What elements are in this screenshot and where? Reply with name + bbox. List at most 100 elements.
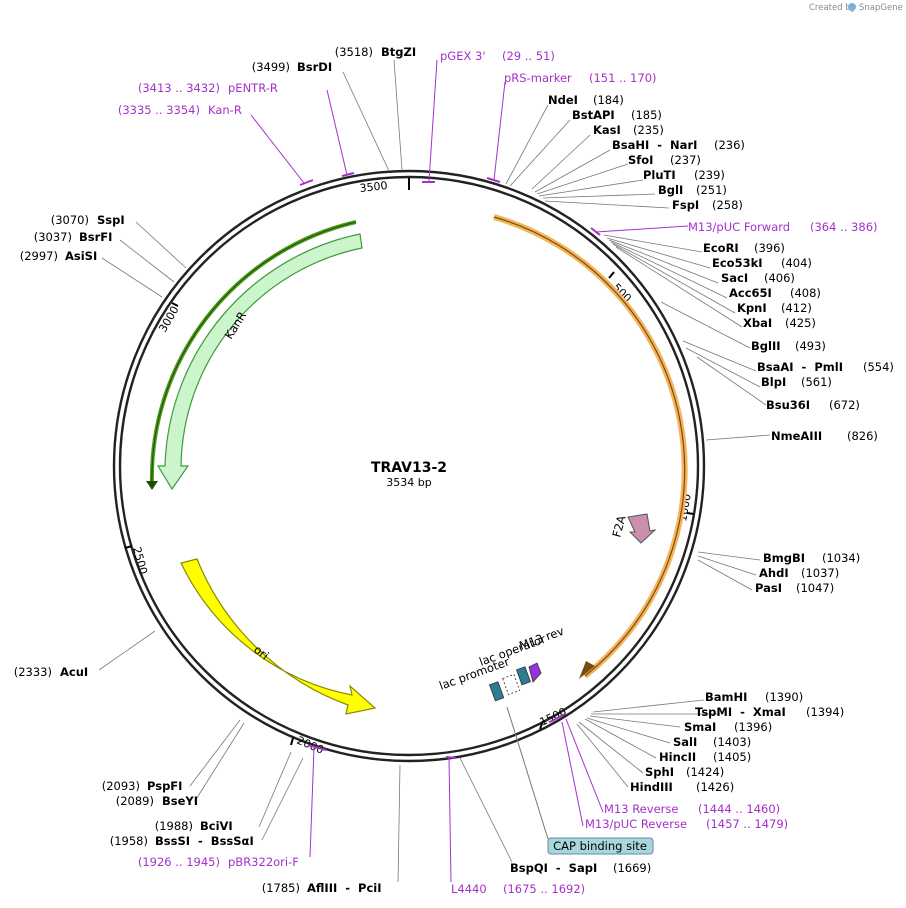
- kanr-feature-arrow[interactable]: [156, 233, 363, 491]
- site-ahdi[interactable]: AhdI(1037): [759, 566, 839, 580]
- svg-text:(672): (672): [829, 398, 860, 412]
- primer-m13-puc-forward[interactable]: M13/pUC Forward(364 .. 386): [688, 220, 878, 234]
- site-bseyi[interactable]: (2089)BseYI: [116, 794, 198, 808]
- primer-l4440[interactable]: L4440(1675 .. 1692): [451, 882, 585, 896]
- site-sali[interactable]: SalI(1403): [673, 735, 751, 749]
- svg-text:(3037): (3037): [34, 230, 72, 244]
- site-kasi[interactable]: KasI(235): [593, 123, 664, 137]
- site-btgzi[interactable]: (3518)BtgZI: [335, 45, 416, 59]
- site-bmgbi[interactable]: BmgBI(1034): [763, 551, 860, 565]
- svg-text:(251): (251): [696, 183, 727, 197]
- svg-text:pGEX 3': pGEX 3': [440, 49, 486, 63]
- site-bglii[interactable]: BglII(493): [751, 339, 826, 353]
- primer-prs-marker[interactable]: pRS-marker (151 .. 170): [504, 71, 657, 85]
- f2a-feature-arrow[interactable]: [627, 513, 657, 544]
- lac-operator-block[interactable]: [502, 673, 521, 696]
- svg-text:BsaAI - PmlI: BsaAI - PmlI: [757, 360, 843, 374]
- svg-text:Eco53kI: Eco53kI: [712, 256, 763, 270]
- site-pluti[interactable]: PluTI(239): [643, 168, 725, 182]
- site-asisi[interactable]: (2997)AsiSI: [20, 249, 98, 263]
- svg-text:(184): (184): [593, 93, 624, 107]
- primer-m13-reverse[interactable]: M13 Reverse(1444 .. 1460): [604, 802, 780, 816]
- site-pspfi[interactable]: (2093) PspFI: [102, 779, 183, 793]
- svg-text:(3070): (3070): [51, 213, 89, 227]
- svg-text:(2997): (2997): [20, 249, 58, 263]
- tick-3500: 3500: [359, 179, 388, 195]
- cap-binding-site-box[interactable]: [547, 837, 654, 855]
- site-bsahi-nari[interactable]: BsaHI - NarI(236): [612, 138, 745, 152]
- svg-text:(1405): (1405): [713, 750, 751, 764]
- svg-text:(1047): (1047): [796, 581, 834, 595]
- site-xbai[interactable]: XbaI(425): [743, 316, 816, 330]
- svg-text:(425): (425): [785, 316, 816, 330]
- ori-feature-arrow[interactable]: [180, 558, 377, 715]
- site-leader-lines: [98, 59, 771, 883]
- site-eco53ki[interactable]: Eco53kI(404): [712, 256, 812, 270]
- cap-site-block[interactable]: [515, 666, 531, 686]
- site-kpni[interactable]: KpnI(412): [737, 301, 812, 315]
- site-bspqi-sapi[interactable]: BspQI - SapI(1669): [510, 861, 651, 875]
- svg-text:BglI: BglI: [658, 183, 683, 197]
- svg-text:HincII: HincII: [659, 750, 696, 764]
- site-bgli[interactable]: BglI (251): [658, 183, 727, 197]
- svg-text:BssSI - BssSαI: BssSI - BssSαI: [155, 834, 254, 848]
- m13-rev-arrow[interactable]: [528, 662, 542, 683]
- site-bsu36i[interactable]: Bsu36I(672): [766, 398, 860, 412]
- svg-text:(2093): (2093): [102, 779, 140, 793]
- m13-rev-label: M13 rev: [517, 624, 566, 653]
- snapgene-logo-icon: [848, 3, 856, 11]
- site-acui[interactable]: (2333)AcuI: [14, 665, 88, 679]
- site-bsrfi[interactable]: (3037) BsrFI: [34, 230, 113, 244]
- svg-text:SspI: SspI: [97, 213, 125, 227]
- primer-m13-puc-reverse[interactable]: M13/pUC Reverse(1457 .. 1479): [585, 817, 788, 831]
- site-bcivi[interactable]: (1988)BciVI: [155, 819, 233, 833]
- site-bstapi[interactable]: BstAPI(185): [572, 108, 662, 122]
- site-fspi[interactable]: FspI(258): [672, 198, 743, 212]
- svg-text:(1426): (1426): [696, 780, 734, 794]
- primer-pentr-r[interactable]: (3413 .. 3432)pENTR-R: [138, 81, 278, 95]
- svg-text:(239): (239): [694, 168, 725, 182]
- site-bamhi[interactable]: BamHI(1390): [705, 690, 803, 704]
- site-tspmi-xmai[interactable]: TspMI - XmaI(1394): [695, 705, 844, 719]
- svg-text:SphI: SphI: [645, 765, 674, 779]
- svg-text:pRS-marker: pRS-marker: [504, 71, 572, 85]
- svg-text:SacI: SacI: [721, 271, 748, 285]
- lac-promoter-block[interactable]: [488, 681, 505, 702]
- site-sspi[interactable]: (3070) SspI: [51, 213, 125, 227]
- site-bsaai-pmli[interactable]: BsaAI - PmlI(554): [757, 360, 894, 374]
- svg-text:(151 .. 170): (151 .. 170): [589, 71, 657, 85]
- svg-text:(1958): (1958): [110, 834, 148, 848]
- site-bsrdi[interactable]: (3499)BsrDI: [252, 60, 332, 74]
- primer-pgex3[interactable]: pGEX 3'(29 .. 51): [440, 49, 555, 63]
- site-saci[interactable]: SacI(406): [721, 271, 795, 285]
- site-afliii-pcii[interactable]: (1785)AflIII - PciI: [262, 881, 382, 895]
- backbone-inner-ring: [118, 175, 700, 757]
- svg-text:(1669): (1669): [613, 861, 651, 875]
- svg-text:(2089): (2089): [116, 794, 154, 808]
- svg-text:(258): (258): [712, 198, 743, 212]
- site-smai[interactable]: SmaI(1396): [684, 720, 772, 734]
- site-blpi[interactable]: BlpI(561): [761, 375, 832, 389]
- site-sfoi[interactable]: SfoI(237): [628, 153, 701, 167]
- svg-text:KpnI: KpnI: [737, 301, 767, 315]
- site-bsssi-bsssai[interactable]: (1958) BssSI - BssSαI: [110, 834, 254, 848]
- site-ecori[interactable]: EcoRI(396): [703, 241, 785, 255]
- svg-text:(235): (235): [633, 123, 664, 137]
- svg-text:(1394): (1394): [806, 705, 844, 719]
- site-hindiii[interactable]: HindIII(1426): [630, 780, 734, 794]
- svg-text:PspFI: PspFI: [147, 779, 182, 793]
- svg-text:BciVI: BciVI: [200, 819, 233, 833]
- primer-pbr322ori-f[interactable]: (1926 .. 1945)pBR322ori-F: [138, 855, 299, 869]
- site-acc65i[interactable]: Acc65I(408): [729, 286, 821, 300]
- site-pasi[interactable]: PasI(1047): [755, 581, 834, 595]
- orange-feature-track: [493, 214, 688, 679]
- svg-text:BlpI: BlpI: [761, 375, 786, 389]
- site-sphi[interactable]: SphI(1424): [645, 765, 724, 779]
- site-ndei[interactable]: NdeI(184): [548, 93, 624, 107]
- primer-kan-r[interactable]: (3335 .. 3354)Kan-R: [118, 103, 242, 117]
- site-hincii[interactable]: HincII (1405): [659, 750, 751, 764]
- site-nmeaiii[interactable]: NmeAIII(826): [771, 429, 878, 443]
- svg-text:1500: 1500: [538, 705, 569, 729]
- svg-text:BsrFI: BsrFI: [79, 230, 112, 244]
